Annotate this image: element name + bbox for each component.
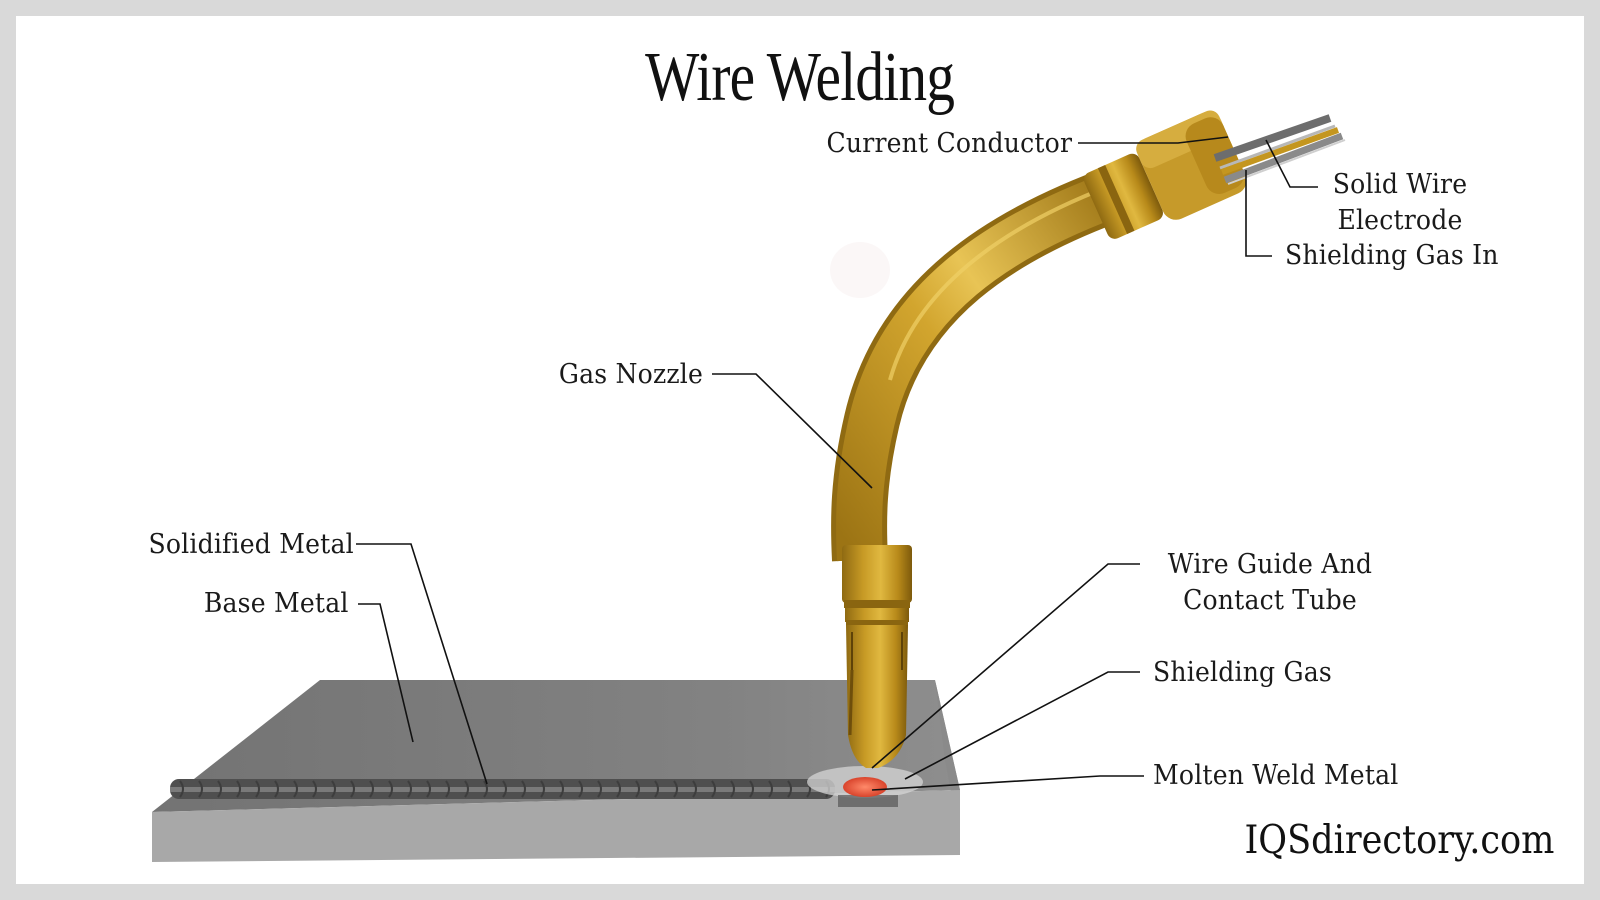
leader-gas-nozzle	[712, 373, 873, 489]
weld-ripple	[236, 780, 241, 798]
label-solid-wire-line1: Solid Wire	[1332, 169, 1468, 200]
label-wire-guide-line2: Contact Tube	[1183, 585, 1357, 616]
weld-ripple	[730, 780, 735, 798]
label-current-conductor: Current Conductor	[826, 128, 1072, 159]
weld-ripple	[749, 780, 754, 798]
weld-ripple	[331, 780, 336, 798]
label-gas-nozzle: Gas Nozzle	[558, 359, 703, 390]
cable-bundle	[1213, 114, 1346, 185]
weld-ripple	[787, 780, 792, 798]
weld-ripple	[198, 780, 203, 798]
weld-ripple	[407, 780, 412, 798]
weld-ripple	[426, 780, 431, 798]
weld-ripple	[521, 780, 526, 798]
weld-ripple	[502, 780, 507, 798]
diagram-title: Wire Welding	[645, 39, 955, 116]
weld-ripple	[293, 780, 298, 798]
weld-ripple	[350, 780, 355, 798]
weld-ripple	[597, 780, 602, 798]
weld-ripple	[654, 780, 659, 798]
weld-ripple	[578, 780, 583, 798]
label-solid-wire-line2: Electrode	[1337, 205, 1463, 236]
molten-weld-pool	[843, 777, 887, 797]
weld-ripple	[768, 780, 773, 798]
leader-base-metal	[358, 603, 414, 743]
label-wire-guide-line1: Wire Guide And	[1167, 549, 1373, 580]
weld-ripple	[711, 780, 716, 798]
label-base-metal: Base Metal	[204, 588, 349, 619]
weld-ripple	[388, 780, 393, 798]
weld-ripple	[540, 780, 545, 798]
weld-ripple	[274, 780, 279, 798]
leader-molten	[871, 775, 1144, 791]
weld-bead	[170, 779, 835, 799]
weld-ripple	[312, 780, 317, 798]
weld-ripple	[692, 780, 697, 798]
weld-ripple	[616, 780, 621, 798]
weld-ripple	[217, 780, 222, 798]
weld-ripple	[255, 780, 260, 798]
leader-current-conductor	[1078, 136, 1229, 144]
watermark-logo: IQSdirectory.com	[1243, 818, 1554, 863]
weld-ripple	[559, 780, 564, 798]
welding-torch	[831, 110, 1346, 768]
weld-ripple	[464, 780, 469, 798]
label-shielding-gas-in: Shielding Gas In	[1285, 240, 1499, 271]
leader-wire-guide	[871, 563, 1140, 769]
weld-ripple	[635, 780, 640, 798]
leader-shielding-gas	[904, 671, 1140, 780]
label-shielding-gas: Shielding Gas	[1153, 657, 1332, 688]
leader-shielding-gas-in	[1245, 170, 1272, 257]
leader-lines	[356, 136, 1318, 791]
leader-solid-wire	[1265, 139, 1318, 188]
leader-solidified-metal	[356, 543, 488, 785]
weld-ripple	[483, 780, 488, 798]
label-molten-weld-metal: Molten Weld Metal	[1153, 760, 1399, 791]
weld-ripple	[445, 780, 450, 798]
weld-ripple	[673, 780, 678, 798]
weld-ripple	[369, 780, 374, 798]
weld-ripple	[179, 780, 184, 798]
label-solidified-metal: Solidified Metal	[148, 529, 354, 560]
